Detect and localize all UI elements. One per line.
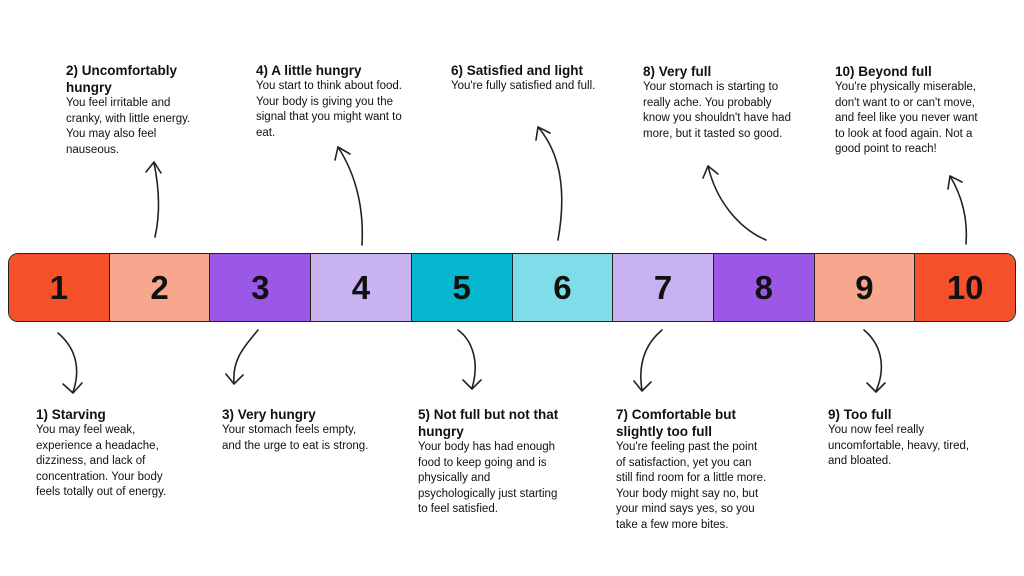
note-title: 4) A little hungry (256, 63, 362, 78)
note-title: 10) Beyond full (835, 64, 932, 79)
note-title: 7) Comfortable but slightly too full (616, 407, 736, 439)
note-title: 6) Satisfied and light (451, 63, 584, 78)
scale-cell-3: 3 (209, 254, 311, 321)
arrow-2-icon (145, 161, 162, 238)
scale-cell-9: 9 (813, 254, 915, 321)
note-description: You start to think about food. Your body… (256, 80, 402, 139)
arrow-9-icon (863, 329, 886, 393)
note-description: Your stomach feels empty, and the urge t… (222, 424, 369, 452)
arrow-6-icon (535, 126, 563, 241)
note-level-8: 8) Very full Your stomach is starting to… (643, 63, 795, 142)
scale-cell-6: 6 (511, 254, 613, 321)
note-level-5: 5) Not full but not that hungry Your bod… (418, 406, 568, 518)
arrow-1-icon (57, 332, 83, 394)
note-description: You now feel really uncomfortable, heavy… (828, 424, 970, 467)
note-description: You may feel weak, experience a headache… (36, 424, 167, 498)
note-description: You feel irritable and cranky, with litt… (66, 97, 191, 156)
note-title: 9) Too full (828, 407, 892, 422)
scale-cell-5: 5 (410, 254, 512, 321)
note-level-4: 4) A little hungry You start to think ab… (256, 62, 408, 141)
note-level-2: 2) Uncomfortably hungry You feel irritab… (66, 62, 196, 158)
note-description: Your stomach is starting to really ache.… (643, 81, 791, 140)
scale-cell-10: 10 (914, 254, 1015, 321)
note-level-6: 6) Satisfied and light You're fully sati… (451, 62, 596, 95)
note-title: 1) Starving (36, 407, 106, 422)
scale-cell-2: 2 (108, 254, 210, 321)
scale-cell-1: 1 (9, 254, 109, 321)
note-title: 5) Not full but not that hungry (418, 407, 559, 439)
note-level-9: 9) Too full You now feel really uncomfor… (828, 406, 970, 470)
arrow-7-icon (633, 329, 663, 392)
note-description: Your body has had enough food to keep go… (418, 441, 558, 515)
note-level-7: 7) Comfortable but slightly too full You… (616, 406, 768, 533)
note-level-3: 3) Very hungry Your stomach feels empty,… (222, 406, 370, 454)
arrow-4-icon (334, 146, 364, 246)
note-level-10: 10) Beyond full You're physically misera… (835, 63, 985, 158)
scale-cell-8: 8 (712, 254, 814, 321)
note-description: You're physically miserable, don't want … (835, 81, 978, 155)
arrow-5-icon (457, 329, 482, 390)
note-title: 8) Very full (643, 64, 712, 79)
arrow-10-icon (947, 175, 968, 245)
scale-cell-7: 7 (612, 254, 713, 321)
arrow-8-icon (702, 165, 767, 241)
note-level-1: 1) Starving You may feel weak, experienc… (36, 406, 184, 501)
note-description: You're fully satisfied and full. (451, 80, 596, 92)
note-title: 3) Very hungry (222, 407, 316, 422)
arrow-3-icon (225, 329, 259, 385)
scale-cell-4: 4 (310, 254, 411, 321)
note-title: 2) Uncomfortably hungry (66, 63, 178, 95)
note-description: You're feeling past the point of satisfa… (616, 441, 767, 531)
hunger-scale-bar: 1 2 3 4 5 6 7 8 9 10 (8, 253, 1016, 322)
